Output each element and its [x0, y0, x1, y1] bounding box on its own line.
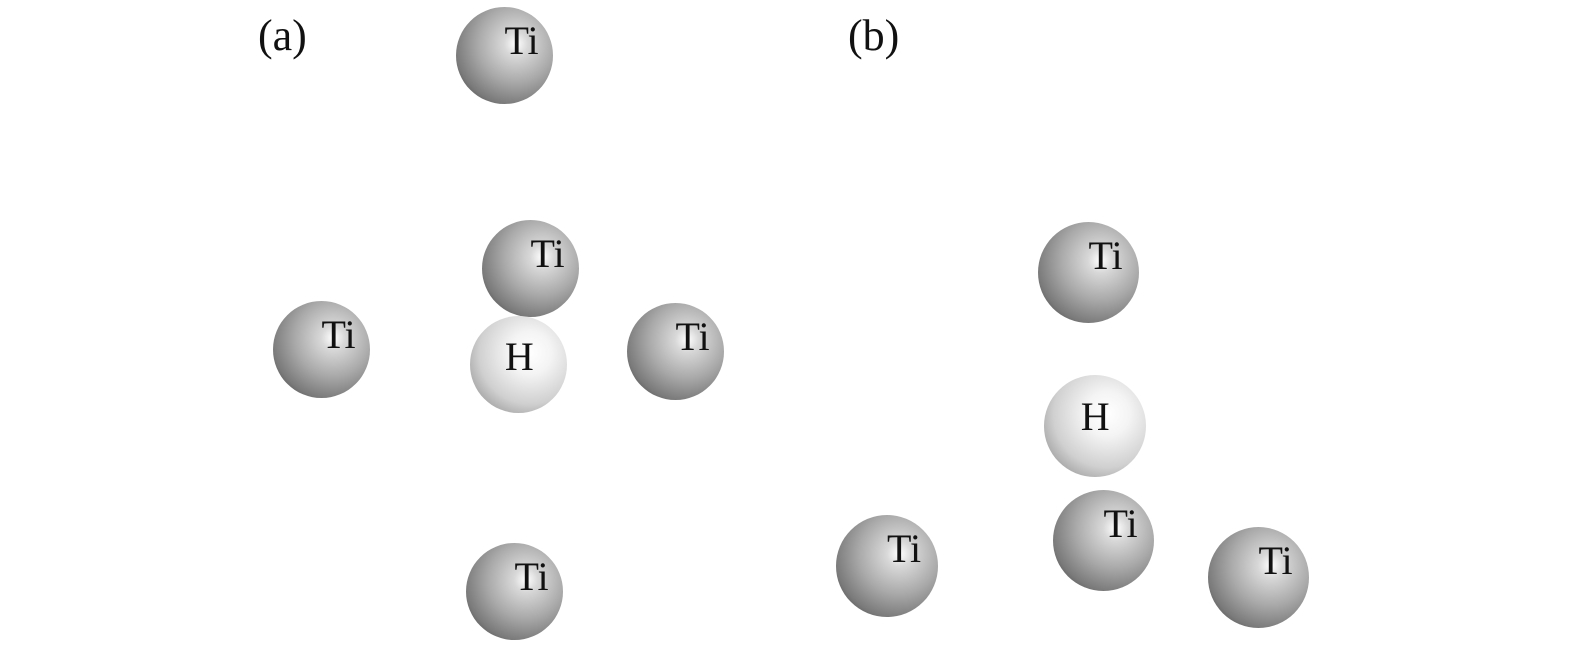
- ti-atom-top: Ti: [1038, 222, 1139, 323]
- h-atom: H: [1044, 375, 1146, 477]
- ti-atom-left: Ti: [273, 301, 370, 398]
- ti-atom-upper-center: Ti: [482, 220, 579, 317]
- atom-label: Ti: [675, 313, 710, 359]
- atom-label: Ti: [321, 311, 356, 357]
- atom-label: Ti: [887, 526, 922, 572]
- atom-label: Ti: [1258, 538, 1293, 584]
- ti-atom-right: Ti: [627, 303, 724, 400]
- atom-label: H: [1080, 394, 1110, 440]
- atom-label: Ti: [1103, 501, 1138, 547]
- panel-label-b: (b): [848, 11, 900, 60]
- atom-label: Ti: [514, 553, 549, 599]
- atom-label: Ti: [504, 17, 539, 63]
- ti-atom-top: Ti: [456, 7, 553, 104]
- ti-atom-right: Ti: [1208, 527, 1309, 628]
- atom-label: H: [504, 334, 534, 380]
- ti-atom-bottom: Ti: [466, 543, 563, 640]
- ti-atom-left: Ti: [836, 515, 938, 617]
- ti-atom-center: Ti: [1053, 490, 1154, 591]
- h-atom: H: [470, 316, 567, 413]
- panel-label-a: (a): [258, 11, 307, 60]
- atom-label: Ti: [1088, 233, 1123, 279]
- atom-label: Ti: [530, 230, 565, 276]
